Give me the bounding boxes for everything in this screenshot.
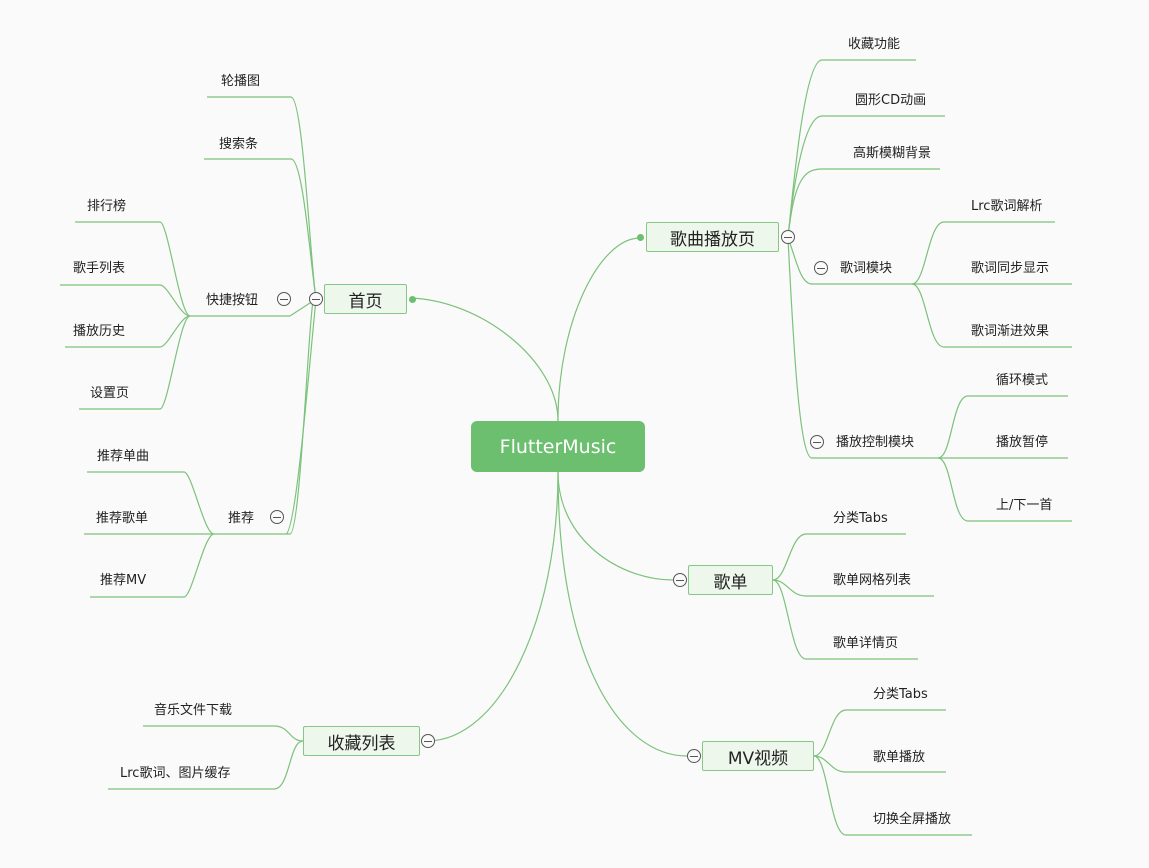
connector-root-favorites bbox=[427, 471, 559, 742]
connector-player-leaf bbox=[787, 168, 823, 239]
home-collapse-toggle[interactable] bbox=[309, 292, 323, 306]
home-connector-dot bbox=[409, 296, 416, 303]
connector-playlist-leaf bbox=[772, 533, 807, 581]
connector-home-branch bbox=[290, 158, 317, 300]
connector-recommend-leaf bbox=[183, 471, 215, 535]
leaf-lyrics-progressive[interactable]: 歌词渐进效果 bbox=[971, 324, 1050, 339]
connector-player-leaf bbox=[787, 115, 823, 239]
connector-lyrics-leaf bbox=[911, 221, 945, 285]
leaf-gaussian-blur-bg[interactable]: 高斯模糊背景 bbox=[853, 146, 932, 161]
leaf-category-tabs[interactable]: 分类Tabs bbox=[833, 511, 888, 526]
node-home[interactable]: 首页 bbox=[324, 284, 407, 314]
playlist-collapse-toggle[interactable] bbox=[673, 573, 687, 587]
player-connector-dot bbox=[637, 234, 644, 241]
connector-mv-leaf bbox=[813, 709, 847, 757]
leaf-recommend-mv[interactable]: 推荐MV bbox=[100, 573, 147, 588]
node-playback-controls[interactable]: 播放控制模块 bbox=[836, 435, 915, 450]
leaf-recommend-playlists[interactable]: 推荐歌单 bbox=[96, 511, 149, 526]
leaf-prev-next[interactable]: 上/下一首 bbox=[996, 498, 1053, 513]
node-recommend[interactable]: 推荐 bbox=[228, 511, 255, 526]
node-favorites[interactable]: 收藏列表 bbox=[303, 726, 420, 756]
node-player-page[interactable]: 歌曲播放页 bbox=[646, 222, 779, 252]
leaf-mv-category-tabs[interactable]: 分类Tabs bbox=[873, 687, 928, 702]
favorites-collapse-toggle[interactable] bbox=[421, 734, 435, 748]
leaf-loop-mode[interactable]: 循环模式 bbox=[996, 373, 1049, 388]
connector-controls-leaf bbox=[937, 457, 969, 522]
leaf-banner[interactable]: 轮播图 bbox=[221, 74, 261, 89]
lyrics-collapse-toggle[interactable] bbox=[814, 261, 828, 275]
connector-root-player bbox=[557, 237, 641, 422]
connector-favorites-leaf bbox=[273, 740, 304, 790]
node-lyrics-module[interactable]: 歌词模块 bbox=[840, 261, 893, 276]
recommend-collapse-toggle[interactable] bbox=[270, 510, 284, 524]
connector-player-controls bbox=[787, 237, 813, 459]
leaf-play-history[interactable]: 播放历史 bbox=[73, 324, 126, 339]
leaf-ranking[interactable]: 排行榜 bbox=[87, 199, 127, 214]
leaf-lrc-image-cache[interactable]: Lrc歌词、图片缓存 bbox=[120, 766, 231, 781]
connector-shortcut-leaf bbox=[159, 315, 191, 348]
connector-mv-leaf bbox=[813, 755, 847, 836]
node-mv-video[interactable]: MV视频 bbox=[702, 741, 814, 771]
controls-collapse-toggle[interactable] bbox=[810, 435, 824, 449]
mv-collapse-toggle[interactable] bbox=[687, 749, 701, 763]
connector-root-home bbox=[409, 297, 559, 422]
node-shortcut-buttons[interactable]: 快捷按钮 bbox=[206, 293, 259, 308]
player-collapse-toggle[interactable] bbox=[781, 230, 795, 244]
connector-root-mv bbox=[557, 471, 688, 757]
leaf-recommend-songs[interactable]: 推荐单曲 bbox=[97, 449, 150, 464]
connector-playlist-leaf bbox=[772, 579, 807, 660]
leaf-play-pause[interactable]: 播放暂停 bbox=[996, 435, 1049, 450]
connector-player-lyrics bbox=[787, 237, 813, 285]
leaf-search-bar[interactable]: 搜索条 bbox=[219, 137, 259, 152]
leaf-lyrics-sync[interactable]: 歌词同步显示 bbox=[971, 261, 1050, 276]
connector-controls-leaf bbox=[937, 395, 969, 459]
connector-shortcut-leaf bbox=[159, 221, 191, 317]
connector-lyrics-leaf bbox=[911, 283, 945, 348]
connector-mv-leaf bbox=[813, 755, 847, 773]
connector-recommend-leaf bbox=[183, 533, 215, 598]
connector-home-branch bbox=[289, 294, 317, 535]
leaf-mv-play[interactable]: 歌单播放 bbox=[873, 750, 926, 765]
leaf-fullscreen-play[interactable]: 切换全屏播放 bbox=[873, 812, 952, 827]
leaf-music-download[interactable]: 音乐文件下载 bbox=[154, 703, 233, 718]
leaf-cd-animation[interactable]: 圆形CD动画 bbox=[855, 93, 927, 108]
root-node-fluttermusic[interactable]: FlutterMusic bbox=[471, 421, 645, 472]
leaf-settings[interactable]: 设置页 bbox=[90, 386, 130, 401]
shortcuts-collapse-toggle[interactable] bbox=[277, 292, 291, 306]
leaf-playlist-detail[interactable]: 歌单详情页 bbox=[833, 636, 899, 651]
leaf-favorite-feature[interactable]: 收藏功能 bbox=[848, 37, 901, 52]
node-playlist[interactable]: 歌单 bbox=[688, 565, 773, 595]
connector-playlist-leaf bbox=[772, 579, 807, 597]
leaf-singer-list[interactable]: 歌手列表 bbox=[73, 261, 126, 276]
leaf-playlist-grid[interactable]: 歌单网格列表 bbox=[833, 573, 912, 588]
leaf-lrc-parse[interactable]: Lrc歌词解析 bbox=[971, 199, 1043, 214]
connector-shortcut-leaf bbox=[159, 315, 191, 410]
connector-shortcut-leaf bbox=[159, 284, 191, 317]
connector-home-recommend bbox=[285, 298, 317, 535]
connector-root-playlist bbox=[557, 471, 674, 581]
connector-player-leaf bbox=[787, 59, 823, 239]
connector-favorites-leaf bbox=[273, 725, 304, 742]
